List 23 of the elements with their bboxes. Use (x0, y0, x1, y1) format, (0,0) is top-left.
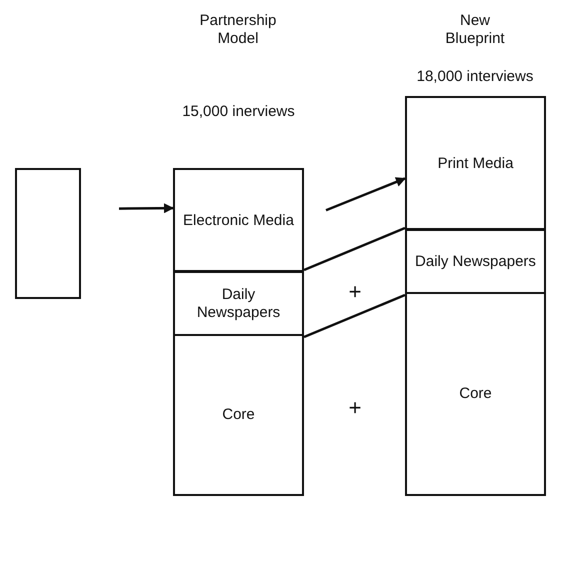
arrow (119, 203, 174, 214)
segment-label: Daily Newspapers (196, 286, 282, 322)
segment-box (173, 270, 304, 337)
connector-line (304, 294, 406, 338)
plus-sign: + (348, 395, 362, 422)
segment-box (173, 336, 304, 496)
interview-count: 18,000 interviews (416, 68, 534, 86)
column-heading: Partnership Model (198, 12, 278, 48)
segment-box (405, 294, 546, 496)
segment-box (405, 228, 546, 295)
segment-label: Daily Newspapers (415, 252, 536, 270)
column-heading: New Blueprint (444, 12, 506, 48)
interview-count: 15,000 inerviews (181, 103, 296, 121)
segment-label: Print Media (438, 154, 514, 172)
empty-box (15, 168, 81, 299)
segment-box (173, 168, 304, 271)
arrow (326, 177, 406, 212)
plus-sign: + (348, 279, 362, 306)
segment-label: Core (459, 385, 492, 403)
segment-box (405, 96, 546, 229)
segment-label: Core (222, 406, 255, 424)
connector-line (304, 226, 406, 272)
segment-label: Electronic Media (183, 212, 294, 230)
